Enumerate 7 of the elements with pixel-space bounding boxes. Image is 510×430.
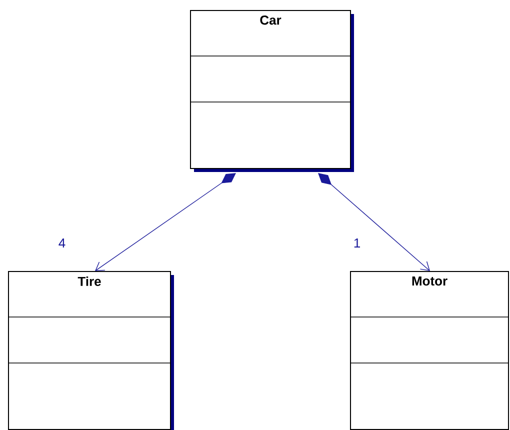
composition-arrow (95, 173, 236, 271)
class-box: Tire (8, 271, 174, 430)
multiplicity-label: 4 (58, 238, 66, 248)
multiplicity-label: 1 (354, 238, 360, 248)
class-box: Motor (350, 271, 509, 430)
class-box: Car (190, 10, 354, 172)
composition-arrow (318, 173, 430, 271)
